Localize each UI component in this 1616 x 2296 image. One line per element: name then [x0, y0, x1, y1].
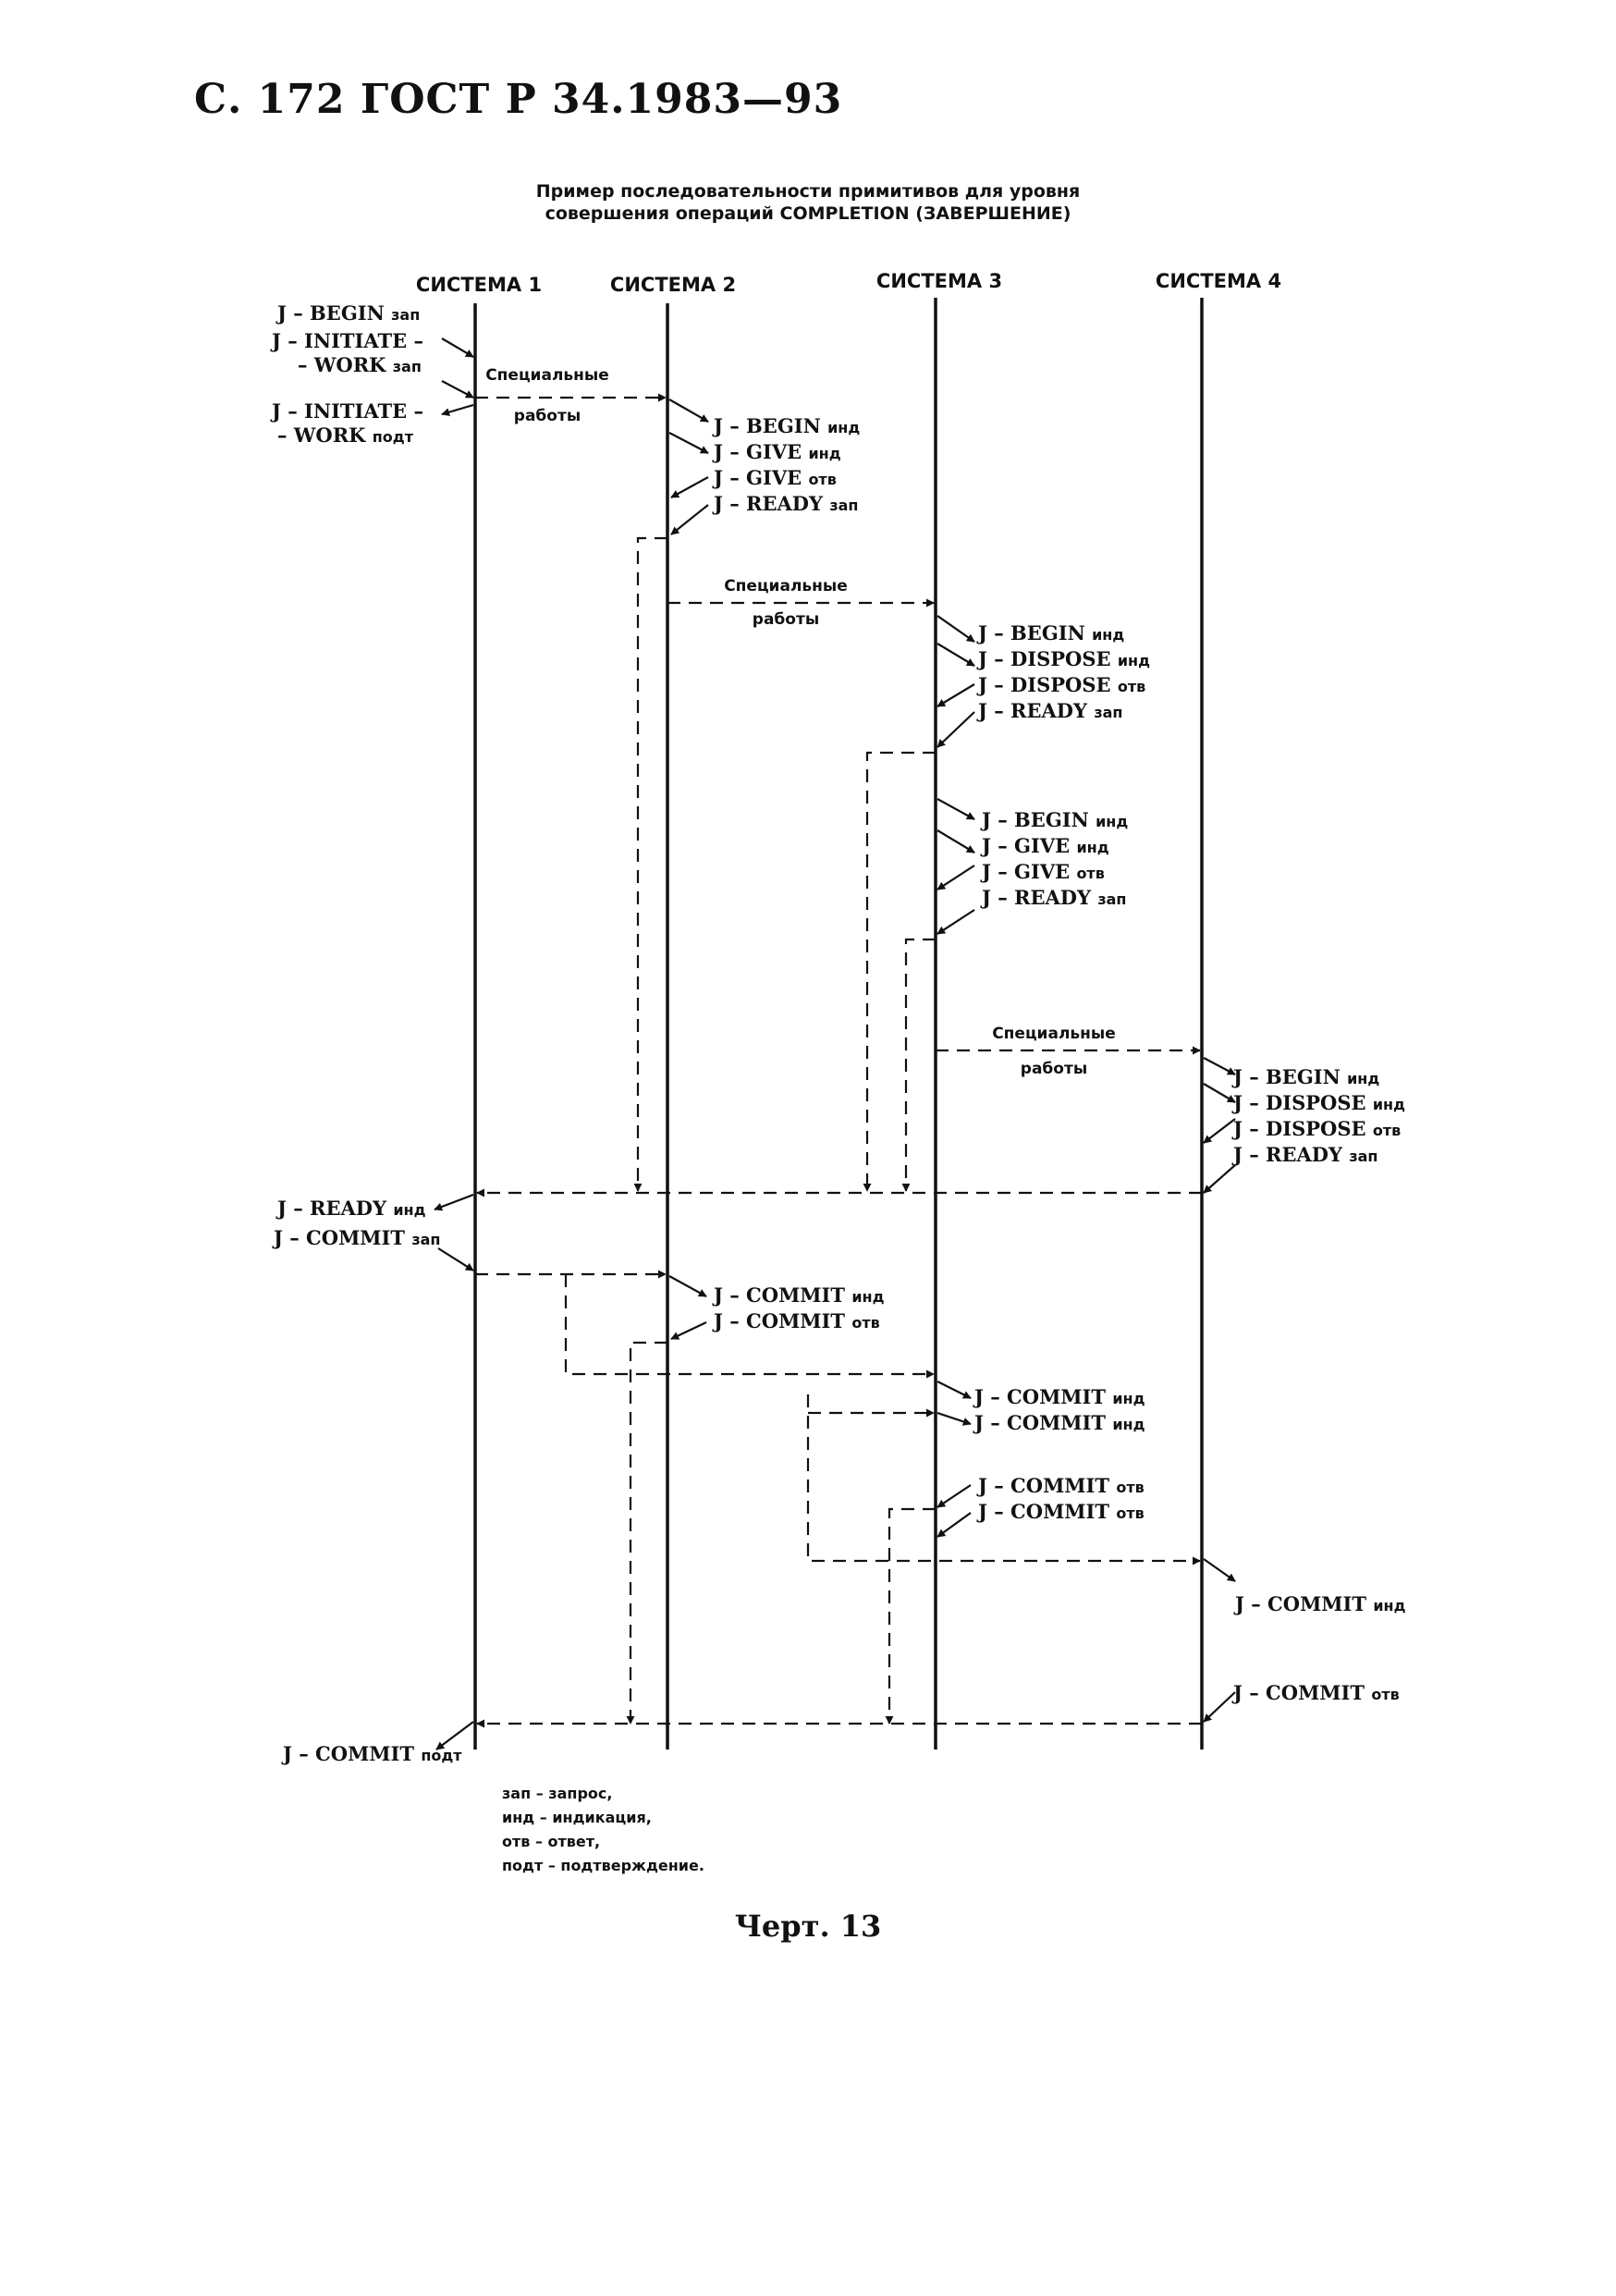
arrow-s3-commit-resp-1	[937, 1484, 972, 1508]
label-s4-commit-resp: J – COMMIT отв	[1233, 1681, 1400, 1704]
system-2-header: СИСТЕМА 2	[609, 274, 737, 296]
arrow-s3b-give-resp	[937, 865, 975, 890]
label-s3a-begin: J – BEGIN инд	[978, 621, 1125, 645]
label-s3a-dispose-ind: J – DISPOSE инд	[978, 647, 1151, 670]
label-s4-dispose-resp: J – DISPOSE отв	[1233, 1117, 1402, 1140]
dashed-commit-resp-s2	[626, 1341, 667, 1725]
arrow-s1-commit-conf	[435, 1721, 474, 1750]
label-s1-initiate-conf-2: – WORK подт	[277, 424, 413, 447]
diagram-caption-line-1: Пример последовательности примитивов для…	[535, 181, 1081, 202]
label-s3a-dispose-resp: J – DISPOSE отв	[978, 673, 1146, 696]
special-work-2-line-2: работы	[752, 610, 820, 629]
label-s2-commit-resp: J – COMMIT отв	[714, 1309, 880, 1332]
special-work-3-line-2: работы	[1020, 1060, 1088, 1078]
arrow-s1-commit-req	[437, 1247, 474, 1271]
arrow-initiate-req-in	[441, 338, 474, 358]
arrow-s3a-dispose-resp	[937, 683, 975, 707]
label-s2-begin: J – BEGIN инд	[714, 414, 861, 437]
arrow-s4-commit-resp	[1203, 1691, 1236, 1723]
page-header: С. 172 ГОСТ Р 34.1983—93	[194, 76, 843, 123]
label-s1-initiate-req-1: J – INITIATE –	[272, 329, 423, 352]
label-s3-commit-resp-2: J – COMMIT отв	[978, 1500, 1145, 1523]
system-3-header: СИСТЕМА 3	[875, 270, 1003, 292]
label-s1-initiate-conf-1: J – INITIATE –	[272, 399, 423, 423]
figure-label: Черт. 13	[734, 1909, 882, 1944]
arrow-s1-ready-ind	[434, 1193, 474, 1211]
legend-item-zap: зап – запрос,	[502, 1785, 613, 1802]
arrow-s4-commit-ind	[1203, 1558, 1236, 1582]
label-s2-give-ind: J – GIVE инд	[714, 440, 841, 463]
label-s3a-ready: J – READY зап	[978, 699, 1123, 722]
label-s1-commit-req: J – COMMIT зап	[274, 1226, 441, 1249]
label-s1-commit-conf: J – COMMIT подт	[283, 1742, 462, 1765]
label-s4-begin: J – BEGIN инд	[1233, 1065, 1380, 1088]
arrow-s3a-begin	[937, 615, 975, 643]
arrow-s2-give-resp	[670, 476, 709, 498]
legend-item-podt: подт – подтверждение.	[502, 1857, 704, 1874]
label-s4-commit-ind: J – COMMIT инд	[1235, 1592, 1406, 1615]
dashed-commit-resp-s3a	[885, 1507, 936, 1725]
label-s2-ready: J – READY зап	[714, 492, 859, 515]
arrow-s3a-dispose-ind	[937, 643, 975, 667]
special-work-1-line-2: работы	[513, 407, 582, 425]
dashed-commit-s3-s4	[806, 1394, 1201, 1565]
arrow-s3-commit-ind-1	[937, 1381, 972, 1399]
dashed-commit-to-s3	[564, 1274, 935, 1379]
system-4-header: СИСТЕМА 4	[1155, 270, 1282, 292]
label-s3b-begin: J – BEGIN инд	[982, 808, 1129, 831]
arrow-s3-commit-ind-2	[937, 1411, 972, 1426]
label-s3-commit-ind-1: J – COMMIT инд	[974, 1385, 1145, 1408]
arrow-s3b-ready	[937, 909, 975, 935]
label-s2-give-resp: J – GIVE отв	[714, 466, 837, 489]
arrow-s2-commit-ind	[668, 1275, 707, 1297]
dashed-ready-s3a	[863, 751, 936, 1192]
label-s1-initiate-req-2: – WORK зап	[298, 353, 422, 376]
label-s4-ready: J – READY зап	[1233, 1143, 1378, 1166]
dashed-ready-s2	[633, 536, 667, 1192]
arrow-s2-ready	[670, 504, 709, 535]
arrow-s3b-begin	[937, 798, 975, 820]
label-s3b-give-resp: J – GIVE отв	[982, 860, 1105, 883]
legend-item-ind: инд – индикация,	[502, 1809, 652, 1826]
arrow-s3b-give-ind	[937, 829, 975, 853]
special-work-3-line-1: Специальные	[992, 1025, 1116, 1043]
special-work-2-line-1: Специальные	[724, 577, 848, 595]
system-1-header: СИСТЕМА 1	[415, 274, 543, 296]
label-s3b-give-ind: J – GIVE инд	[982, 834, 1109, 857]
special-work-1-line-1: Специальные	[485, 366, 609, 385]
arrow-s3a-ready	[937, 711, 975, 748]
label-s1-ready-ind: J – READY инд	[277, 1197, 426, 1220]
arrow-s4-ready	[1203, 1164, 1236, 1194]
dashed-ready-s3b	[901, 938, 936, 1192]
arrow-s4-begin	[1203, 1057, 1236, 1075]
label-s3-commit-resp-1: J – COMMIT отв	[978, 1474, 1145, 1497]
arrow-s2-begin	[668, 399, 709, 423]
label-s1-begin: J – BEGIN зап	[277, 301, 421, 325]
arrow-initiate-req-out	[441, 380, 474, 399]
label-s4-dispose-ind: J – DISPOSE инд	[1233, 1091, 1406, 1114]
diagram-caption-line-2: совершения операций COMPLETION (ЗАВЕРШЕН…	[545, 203, 1071, 224]
legend-item-otv: отв – ответ,	[502, 1833, 601, 1850]
arrow-s4-dispose-resp	[1203, 1118, 1236, 1144]
arrow-s2-give-ind	[668, 432, 709, 454]
label-s2-commit-ind: J – COMMIT инд	[714, 1283, 885, 1307]
arrow-s4-dispose-ind	[1203, 1083, 1236, 1103]
arrow-s2-commit-resp	[670, 1321, 707, 1340]
arrow-initiate-conf	[441, 403, 474, 417]
label-s3b-ready: J – READY зап	[982, 886, 1127, 909]
arrow-s3-commit-resp-2	[937, 1512, 972, 1538]
label-s3-commit-ind-2: J – COMMIT инд	[974, 1411, 1145, 1434]
